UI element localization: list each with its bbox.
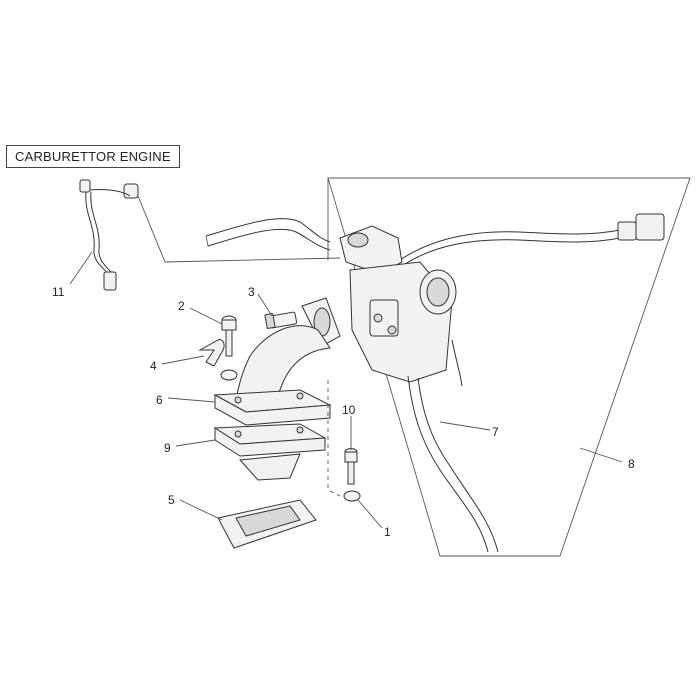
bolt-10 xyxy=(344,448,358,485)
clip-4 xyxy=(198,339,225,367)
throttle-cable xyxy=(399,213,665,267)
callout-3: 3 xyxy=(248,285,255,299)
intake-manifold xyxy=(235,297,341,413)
side-hose xyxy=(451,339,463,387)
leader-11-carb-b xyxy=(164,257,341,263)
leader-lines xyxy=(69,251,623,529)
leader-11-carb xyxy=(137,195,166,263)
screw-3 xyxy=(264,311,298,329)
callout-10: 10 xyxy=(342,403,356,417)
bolt-2 xyxy=(220,315,238,381)
reed-valve-assembly xyxy=(213,389,332,481)
upper-hose xyxy=(205,218,331,251)
callout-6: 6 xyxy=(156,393,163,407)
callout-9: 9 xyxy=(164,441,171,455)
callout-8: 8 xyxy=(628,457,635,471)
frame-dashed-guide xyxy=(327,380,341,497)
washer-1 xyxy=(343,490,361,502)
callout-1: 1 xyxy=(384,525,391,539)
carburettor-body xyxy=(339,225,457,383)
diagram-title: CARBURETTOR ENGINE xyxy=(6,145,180,168)
frame-panel-outline xyxy=(327,177,691,557)
gasket-5 xyxy=(217,499,317,549)
callout-2: 2 xyxy=(178,299,185,313)
overflow-hose xyxy=(407,375,499,553)
wiring-connector xyxy=(79,179,139,291)
callout-4: 4 xyxy=(150,359,157,373)
callout-5: 5 xyxy=(168,493,175,507)
callout-11: 11 xyxy=(52,285,65,299)
callout-7: 7 xyxy=(492,425,499,439)
